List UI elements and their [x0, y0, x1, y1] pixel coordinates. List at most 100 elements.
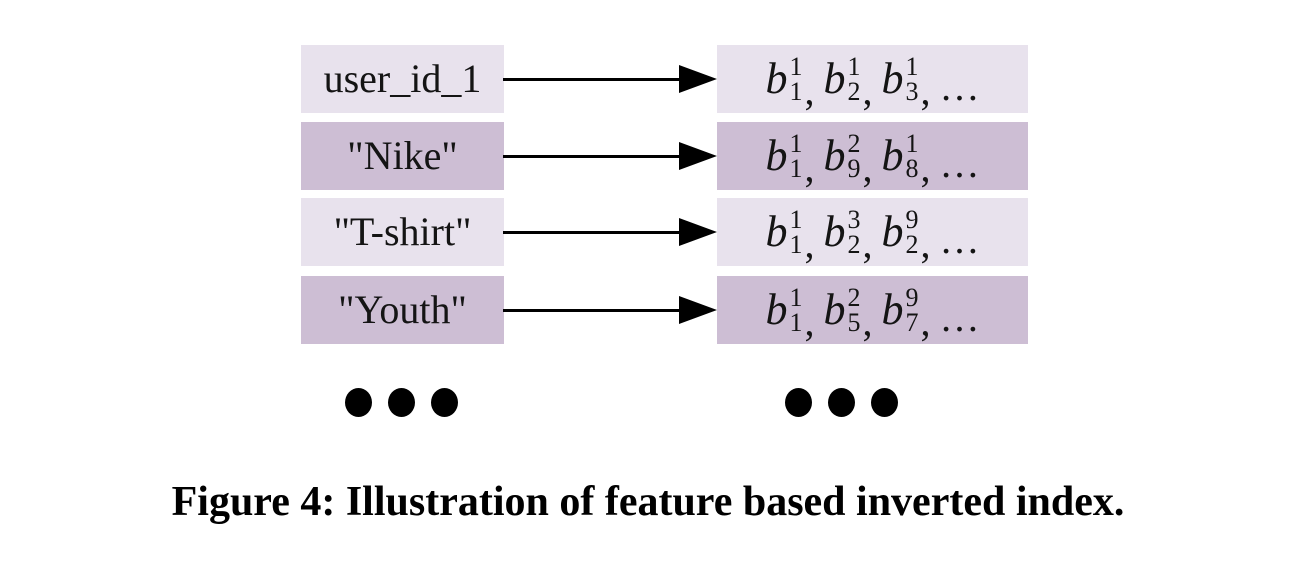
- ellipsis-dot-icon: [871, 388, 898, 417]
- posting-symbol: b: [823, 54, 846, 103]
- arrow: [503, 295, 717, 325]
- posting-symbol: b: [765, 131, 788, 180]
- posting-symbol: b: [823, 285, 846, 334]
- ellipsis-dot-icon: [388, 388, 415, 417]
- comma-separator: ,: [920, 221, 931, 266]
- arrow: [503, 217, 717, 247]
- posting-symbol: b: [765, 207, 788, 256]
- ellipsis-dot-icon: [431, 388, 458, 417]
- arrow-line: [503, 154, 683, 158]
- posting-superscript: 2: [847, 283, 861, 312]
- key-label: "T-shirt": [333, 209, 472, 254]
- posting-subscript: 1: [789, 308, 803, 337]
- posting-superscript: 9: [905, 205, 919, 234]
- posting-symbol: b: [765, 54, 788, 103]
- posting-symbol: b: [765, 285, 788, 334]
- ellipsis-text: …: [939, 217, 980, 262]
- posting-superscript: 1: [847, 52, 861, 81]
- posting-superscript: 1: [905, 129, 919, 158]
- figure-caption: Figure 4: Illustration of feature based …: [171, 479, 1125, 525]
- arrow-head-icon: [679, 65, 717, 93]
- key-box: user_id_1: [301, 45, 504, 113]
- posting-subscript: 1: [789, 230, 803, 259]
- comma-separator: ,: [804, 221, 815, 266]
- arrow-head-icon: [679, 218, 717, 246]
- key-label: user_id_1: [323, 56, 482, 101]
- posting-superscript: 2: [847, 129, 861, 158]
- posting-superscript: 9: [905, 283, 919, 312]
- left-column-ellipsis-dots: [345, 388, 458, 417]
- arrow-line: [503, 308, 683, 312]
- comma-separator: ,: [862, 145, 873, 190]
- arrow-line: [503, 77, 683, 81]
- key-box: "Nike": [301, 122, 504, 190]
- ellipsis-dot-icon: [785, 388, 812, 417]
- ellipsis-text: …: [939, 141, 980, 186]
- comma-separator: ,: [804, 68, 815, 113]
- posting-subscript: 3: [905, 77, 919, 106]
- posting-subscript: 5: [847, 308, 861, 337]
- arrow-head-icon: [679, 296, 717, 324]
- ellipsis-dot-icon: [345, 388, 372, 417]
- posting-subscript: 2: [847, 230, 861, 259]
- posting-superscript: 1: [789, 283, 803, 312]
- posting-symbol: b: [881, 131, 904, 180]
- posting-symbol: b: [881, 285, 904, 334]
- comma-separator: ,: [804, 145, 815, 190]
- posting-subscript: 9: [847, 154, 861, 183]
- comma-separator: ,: [920, 299, 931, 344]
- posting-symbol: b: [881, 54, 904, 103]
- posting-subscript: 2: [905, 230, 919, 259]
- ellipsis-dot-icon: [828, 388, 855, 417]
- key-box: "Youth": [301, 276, 504, 344]
- posting-subscript: 1: [789, 154, 803, 183]
- ellipsis-text: …: [939, 64, 980, 109]
- comma-separator: ,: [920, 68, 931, 113]
- posting-symbol: b: [881, 207, 904, 256]
- posting-symbol: b: [823, 131, 846, 180]
- posting-symbol: b: [823, 207, 846, 256]
- posting-subscript: 2: [847, 77, 861, 106]
- posting-superscript: 1: [905, 52, 919, 81]
- posting-superscript: 1: [789, 129, 803, 158]
- key-label: "Nike": [347, 133, 458, 178]
- comma-separator: ,: [862, 299, 873, 344]
- comma-separator: ,: [804, 299, 815, 344]
- arrow: [503, 141, 717, 171]
- key-label: "Youth": [338, 287, 467, 332]
- ellipsis-text: …: [939, 295, 980, 340]
- posting-subscript: 7: [905, 308, 919, 337]
- posting-superscript: 1: [789, 52, 803, 81]
- right-column-ellipsis-dots: [785, 388, 898, 417]
- arrow: [503, 64, 717, 94]
- arrow-line: [503, 230, 683, 234]
- comma-separator: ,: [862, 221, 873, 266]
- posting-subscript: 1: [789, 77, 803, 106]
